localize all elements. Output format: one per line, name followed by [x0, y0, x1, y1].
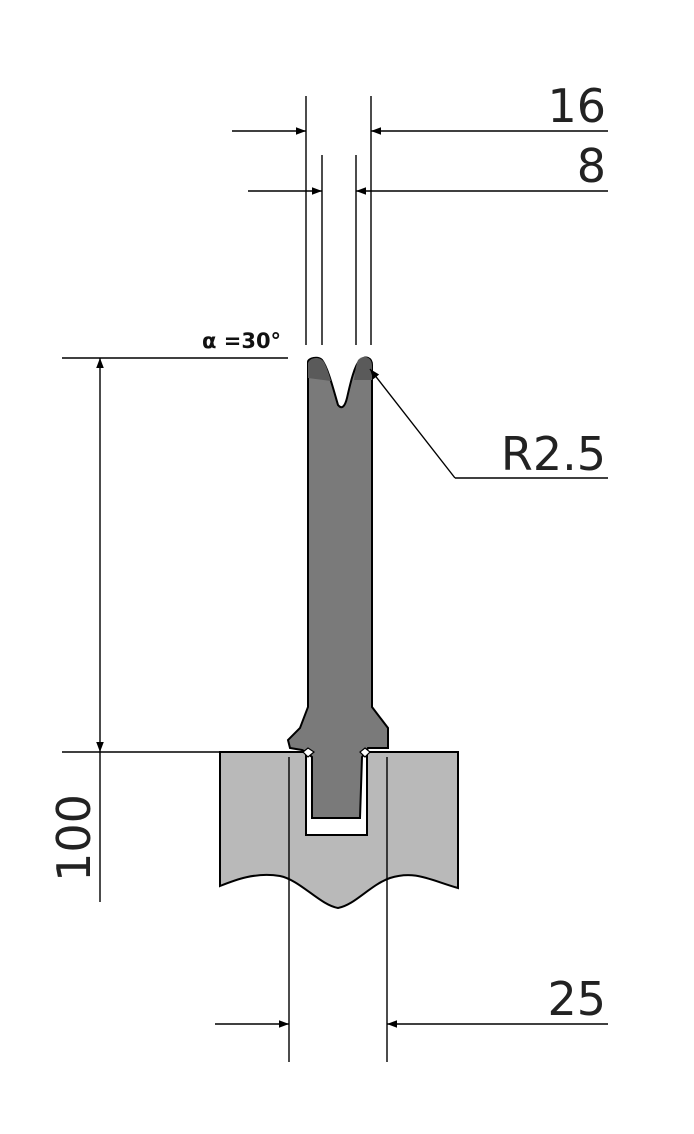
angle-label: α =30°	[202, 329, 281, 353]
punch-body	[286, 356, 389, 819]
punch-tip-shade-right	[354, 356, 372, 380]
notch-left	[302, 747, 316, 758]
radius-label: R2.5	[501, 427, 606, 481]
dim-16-label: 16	[547, 79, 606, 133]
punch-tip-shade	[308, 357, 331, 381]
dim-25-label: 25	[547, 972, 606, 1026]
dim-8-label: 8	[577, 139, 606, 193]
dim-100-label: 100	[47, 794, 101, 882]
notch-right	[359, 747, 371, 758]
radius-leader-arrow	[369, 368, 456, 479]
